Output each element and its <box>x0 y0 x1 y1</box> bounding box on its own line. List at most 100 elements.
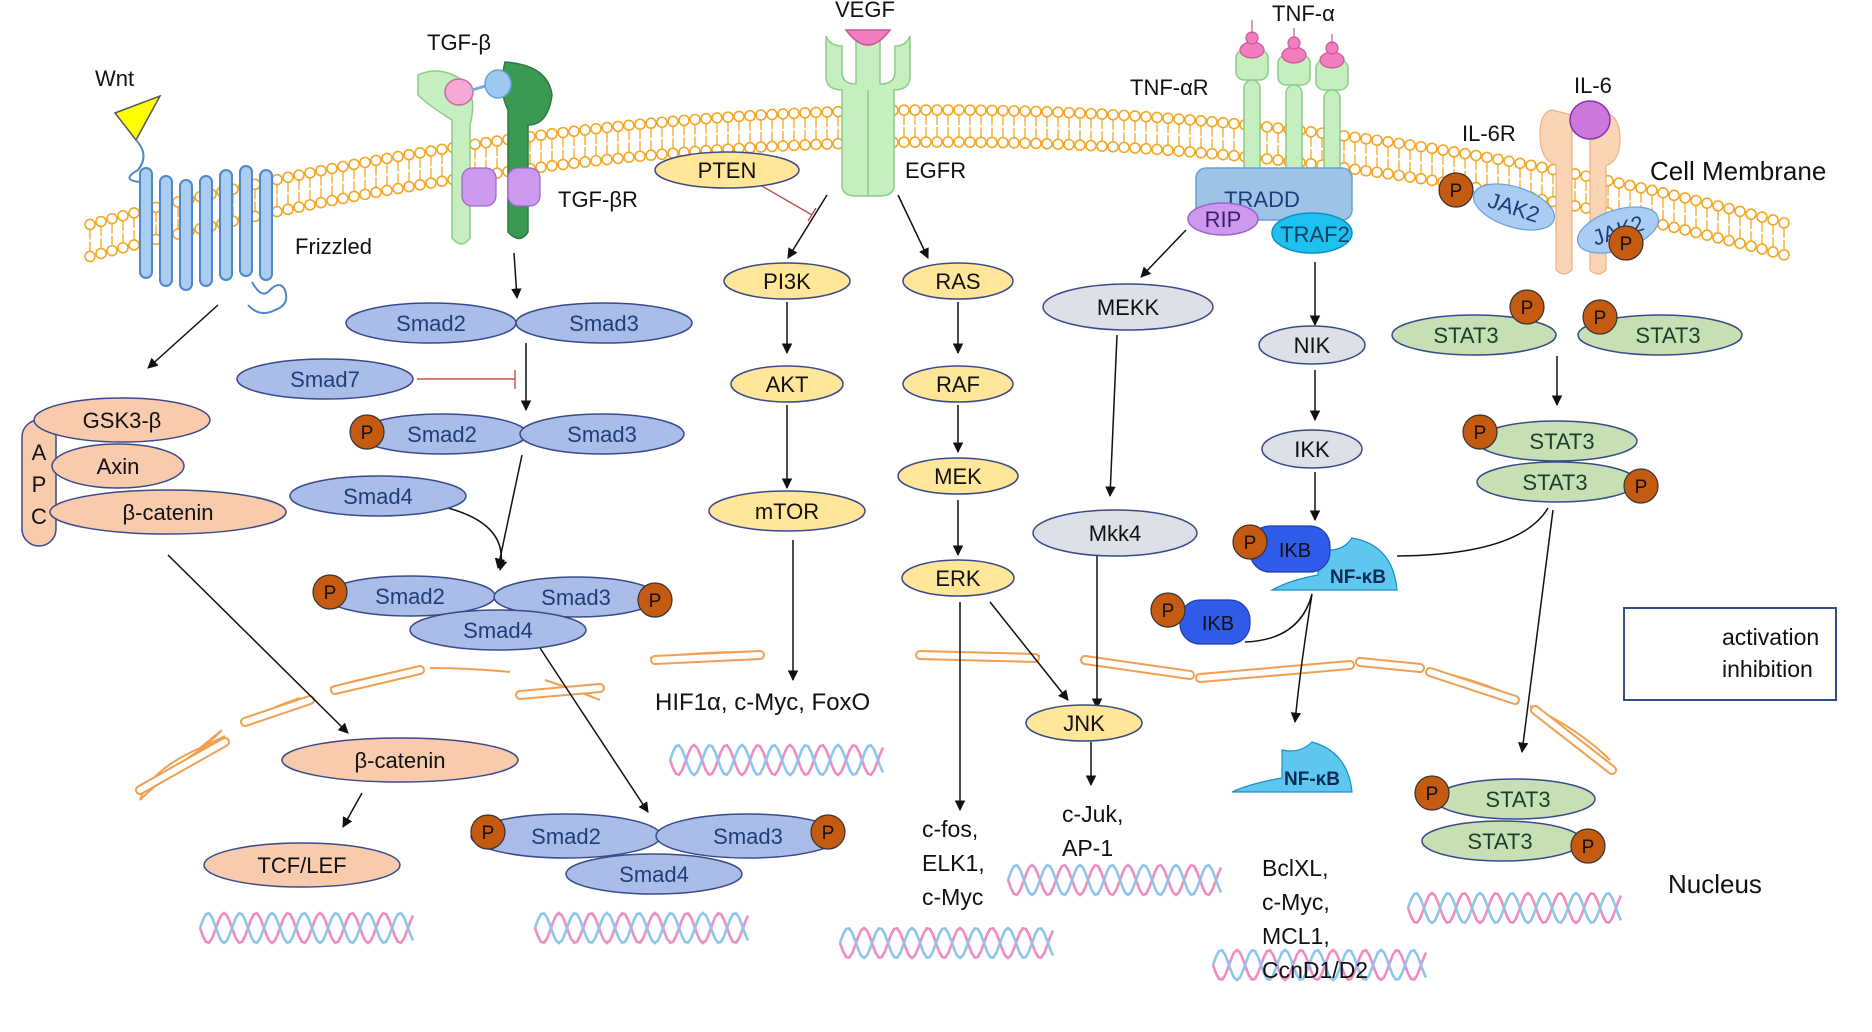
activation-arrows <box>147 194 1690 828</box>
stat3-label-5: STAT3 <box>1485 787 1550 812</box>
phosphate-p-icon: P <box>1570 828 1606 864</box>
bcatenin-node <box>49 489 287 535</box>
il6r-label: IL-6R <box>1462 121 1516 146</box>
tgfb-receptor <box>417 61 553 245</box>
phosphate-p-icon: P <box>637 582 673 618</box>
apc-c: C <box>31 504 47 529</box>
ikk-node <box>1261 429 1363 469</box>
target-bcl-4: CcnD1/D2 <box>1262 957 1368 983</box>
smad3-node-1 <box>515 302 693 344</box>
traf2-label: TRAF2 <box>1280 222 1350 247</box>
stat3-label-2: STAT3 <box>1635 323 1700 348</box>
smad2-label-2: Smad2 <box>407 422 477 447</box>
smad2-label-3: Smad2 <box>375 584 445 609</box>
nfkb-label-2: NF-κB <box>1284 769 1340 790</box>
egfr-label: EGFR <box>905 158 966 183</box>
ikk-label: IKK <box>1294 437 1330 462</box>
smad3-label-1: Smad3 <box>569 311 639 336</box>
dna-strand <box>198 911 415 945</box>
rip-node <box>1187 202 1259 236</box>
phosphate-p-icon: P <box>1438 172 1474 208</box>
smad4-label-1: Smad4 <box>343 484 413 509</box>
dna-strand <box>1406 891 1623 925</box>
stat3-label-3: STAT3 <box>1529 429 1594 454</box>
jak2-left <box>1472 183 1556 231</box>
phosphate-p-icon: P <box>1509 289 1545 325</box>
target-fos-1: c-fos, <box>922 816 978 842</box>
raf-label: RAF <box>936 372 980 397</box>
svg-text:P: P <box>1635 477 1648 498</box>
frizzled-receptor <box>128 139 288 315</box>
erk-node <box>901 559 1015 597</box>
pten-label: PTEN <box>698 158 757 183</box>
wnt-label: Wnt <box>95 66 134 91</box>
mkk4-node <box>1032 509 1198 557</box>
dna-strand <box>1211 948 1428 982</box>
smad2-label-4: Smad2 <box>531 824 601 849</box>
svg-text:P: P <box>1474 423 1487 444</box>
jnk-label: JNK <box>1063 711 1105 736</box>
ikb-label-1: IKB <box>1279 540 1311 562</box>
gsk3b-label: GSK3-β <box>83 408 162 433</box>
stat3-label-6: STAT3 <box>1467 829 1532 854</box>
legend-inhibition-label: inhibition <box>1722 656 1813 682</box>
dna-strand <box>668 743 885 777</box>
ras-label: RAS <box>935 269 980 294</box>
vegf-label: VEGF <box>835 0 895 22</box>
svg-text:P: P <box>1521 298 1534 319</box>
svg-text:P: P <box>324 583 337 604</box>
svg-text:P: P <box>1582 837 1595 858</box>
nfkb-shape-1 <box>1269 537 1398 591</box>
legend-box <box>1623 607 1837 701</box>
nuclear-envelope-segments <box>135 650 1617 795</box>
svg-text:P: P <box>1244 533 1257 554</box>
dna-strand <box>1211 948 1428 982</box>
axin-node <box>51 443 185 489</box>
nfkb-shape-2 <box>1231 741 1353 793</box>
stat3-label-4: STAT3 <box>1522 470 1587 495</box>
target-fos-3: c-Myc <box>922 884 983 910</box>
tnfar-label: TNF-αR <box>1130 75 1209 100</box>
target-fos-2: ELK1, <box>922 850 985 876</box>
tgfbr-label: TGF-βR <box>558 187 638 212</box>
ras-node <box>902 262 1014 300</box>
traf2-node <box>1271 212 1353 254</box>
mtor-label: mTOR <box>755 499 819 524</box>
svg-text:P: P <box>1426 784 1439 805</box>
dna-strand <box>533 911 750 945</box>
svg-text:P: P <box>1620 234 1633 255</box>
dna-strand <box>198 911 415 945</box>
phosphate-p-icon: P <box>1232 524 1268 560</box>
svg-text:P: P <box>361 423 374 444</box>
phosphate-p-icon: P <box>312 574 348 610</box>
dna-strand <box>838 926 1055 960</box>
tcf-lef-label: TCF/LEF <box>257 853 346 878</box>
tgfb-label: TGF-β <box>427 30 491 55</box>
phosphate-p-icon: P <box>1608 225 1644 261</box>
pten-node <box>654 151 800 189</box>
smad7-label: Smad7 <box>290 367 360 392</box>
phosphate-p-icon: P <box>1150 592 1186 628</box>
phosphate-p-icon: P <box>1462 414 1498 450</box>
bcatenin-nuclear-node <box>281 737 519 783</box>
target-bcl-3: MCL1, <box>1262 923 1330 949</box>
smad7-node <box>236 358 414 400</box>
stat3-label-1: STAT3 <box>1433 323 1498 348</box>
tnfa-label: TNF-α <box>1272 1 1335 26</box>
phosphate-p-icon: P <box>1623 468 1659 504</box>
ikb-label-2: IKB <box>1202 613 1234 635</box>
phosphate-p-icon: P <box>810 814 846 850</box>
svg-text:P: P <box>482 823 495 844</box>
nucleus-label: Nucleus <box>1668 869 1762 899</box>
akt-node <box>730 365 844 403</box>
nfkb-label-1: NF-κB <box>1330 567 1386 588</box>
dna-helices <box>198 743 1623 982</box>
il6-label: IL-6 <box>1574 73 1612 98</box>
svg-text:P: P <box>649 591 662 612</box>
smad2-label-1: Smad2 <box>396 311 466 336</box>
svg-text:P: P <box>822 823 835 844</box>
rip-label: RIP <box>1205 207 1242 232</box>
dna-strand <box>838 926 1055 960</box>
tcf-lef-node <box>203 842 401 888</box>
